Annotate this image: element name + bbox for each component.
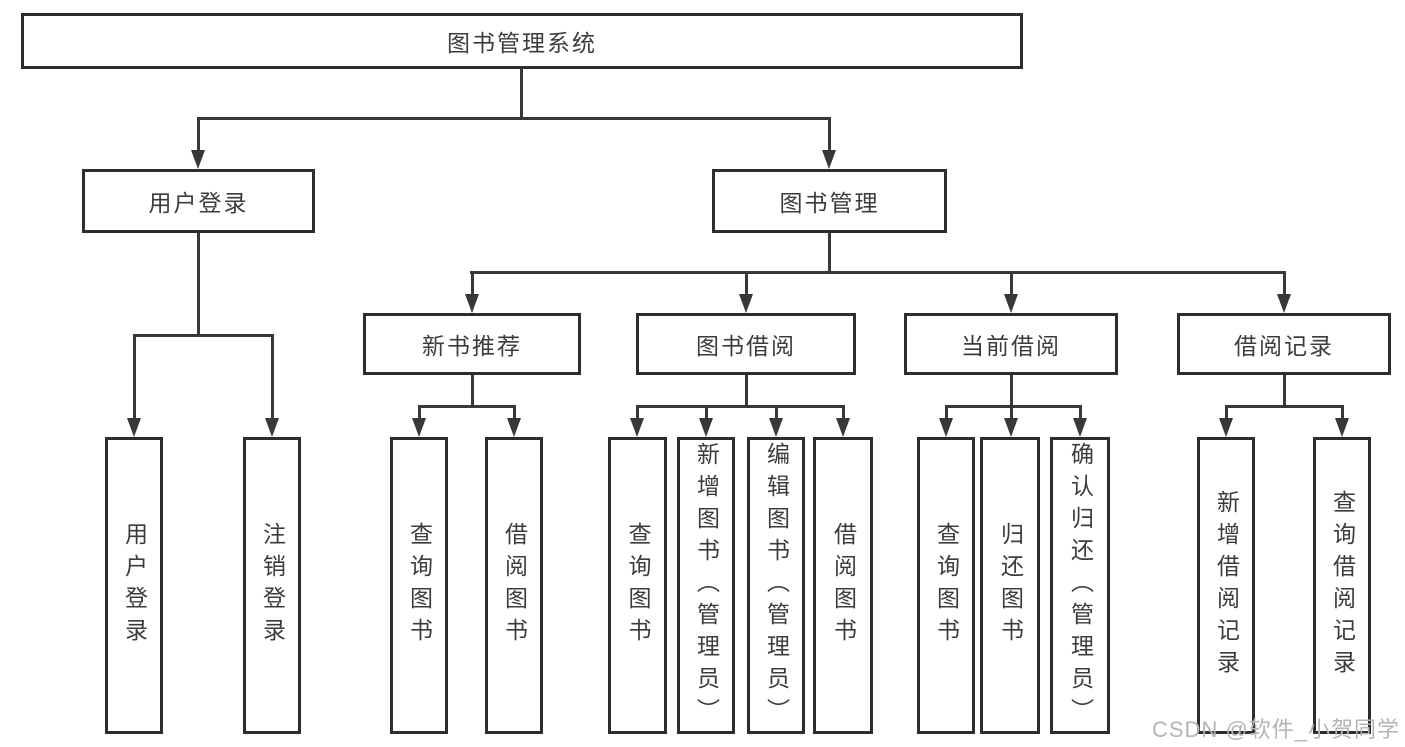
leaf-borrow-books: 借阅图书 xyxy=(485,437,543,734)
node-root: 图书管理系统 xyxy=(21,13,1023,69)
arrow-down-icon xyxy=(1073,418,1087,437)
arrow-down-icon xyxy=(836,418,850,437)
connector-drop xyxy=(636,405,639,420)
arrow-down-icon xyxy=(1004,294,1018,313)
arrow-down-icon xyxy=(127,418,141,437)
connector-split xyxy=(945,405,1081,408)
arrow-down-icon xyxy=(699,418,713,437)
connector-stub xyxy=(745,375,748,407)
connector-root-stub xyxy=(520,69,523,117)
arrow-down-icon xyxy=(822,150,836,169)
connector-drop xyxy=(1283,271,1286,295)
node-new-book-recommend: 新书推荐 xyxy=(363,313,581,375)
node-user-login: 用户登录 xyxy=(82,169,315,233)
leaf-logout: 注销登录 xyxy=(243,437,301,734)
arrow-down-icon xyxy=(191,150,205,169)
connector-drop xyxy=(1225,405,1228,420)
node-book-management: 图书管理 xyxy=(712,169,947,233)
connector-userlogin-stub xyxy=(197,233,200,334)
connector-drop xyxy=(471,271,474,295)
connector-drop xyxy=(1010,405,1013,420)
leaf-edit-books-admin: 编辑图书（管理员） xyxy=(747,437,805,734)
arrow-down-icon xyxy=(739,294,753,313)
connector-userlogin-split xyxy=(133,334,274,337)
leaf-borrow-books: 借阅图书 xyxy=(813,437,873,734)
connector-root-split xyxy=(197,117,831,120)
leaf-add-borrow-record: 新增借阅记录 xyxy=(1197,437,1255,734)
connector-bookmgmt-split xyxy=(470,271,1286,274)
node-current-borrow: 当前借阅 xyxy=(904,313,1118,375)
connector-stub xyxy=(1283,375,1286,407)
connector-drop xyxy=(842,405,845,420)
arrow-down-icon xyxy=(1219,418,1233,437)
connector-split xyxy=(636,405,844,408)
leaf-query-borrow-record: 查询借阅记录 xyxy=(1313,437,1371,734)
leaf-return-books: 归还图书 xyxy=(980,437,1040,734)
connector-drop xyxy=(705,405,708,420)
connector-drop xyxy=(418,405,421,420)
connector-drop xyxy=(133,334,136,419)
arrow-down-icon xyxy=(1004,418,1018,437)
arrow-down-icon xyxy=(939,418,953,437)
arrow-down-icon xyxy=(1335,418,1349,437)
arrow-down-icon xyxy=(465,294,479,313)
connector-root-left-drop xyxy=(197,117,200,151)
leaf-query-books: 查询图书 xyxy=(917,437,975,734)
connector-drop xyxy=(945,405,948,420)
connector-drop xyxy=(745,271,748,295)
leaf-user-login: 用户登录 xyxy=(105,437,163,734)
arrow-down-icon xyxy=(1277,294,1291,313)
node-book-borrow: 图书借阅 xyxy=(636,313,856,375)
connector-stub xyxy=(1010,375,1013,407)
arrow-down-icon xyxy=(265,418,279,437)
leaf-add-books-admin: 新增图书（管理员） xyxy=(677,437,735,734)
connector-split xyxy=(1225,405,1343,408)
leaf-confirm-return-admin: 确认归还（管理员） xyxy=(1050,437,1110,734)
connector-drop xyxy=(1341,405,1344,420)
connector-drop xyxy=(1010,271,1013,295)
arrow-down-icon xyxy=(412,418,426,437)
connector-bookmgmt-stub xyxy=(828,233,831,274)
connector-root-right-drop xyxy=(828,117,831,151)
connector-drop xyxy=(775,405,778,420)
connector-split xyxy=(418,405,516,408)
connector-drop xyxy=(513,405,516,420)
connector-stub xyxy=(471,375,474,407)
node-borrow-records: 借阅记录 xyxy=(1177,313,1391,375)
arrow-down-icon xyxy=(507,418,521,437)
arrow-down-icon xyxy=(769,418,783,437)
leaf-query-books: 查询图书 xyxy=(608,437,667,734)
csdn-watermark: CSDN @软件_小贺同学 xyxy=(1152,717,1401,742)
arrow-down-icon xyxy=(630,418,644,437)
leaf-query-books: 查询图书 xyxy=(390,437,448,734)
connector-drop xyxy=(271,334,274,419)
connector-drop xyxy=(1079,405,1082,420)
